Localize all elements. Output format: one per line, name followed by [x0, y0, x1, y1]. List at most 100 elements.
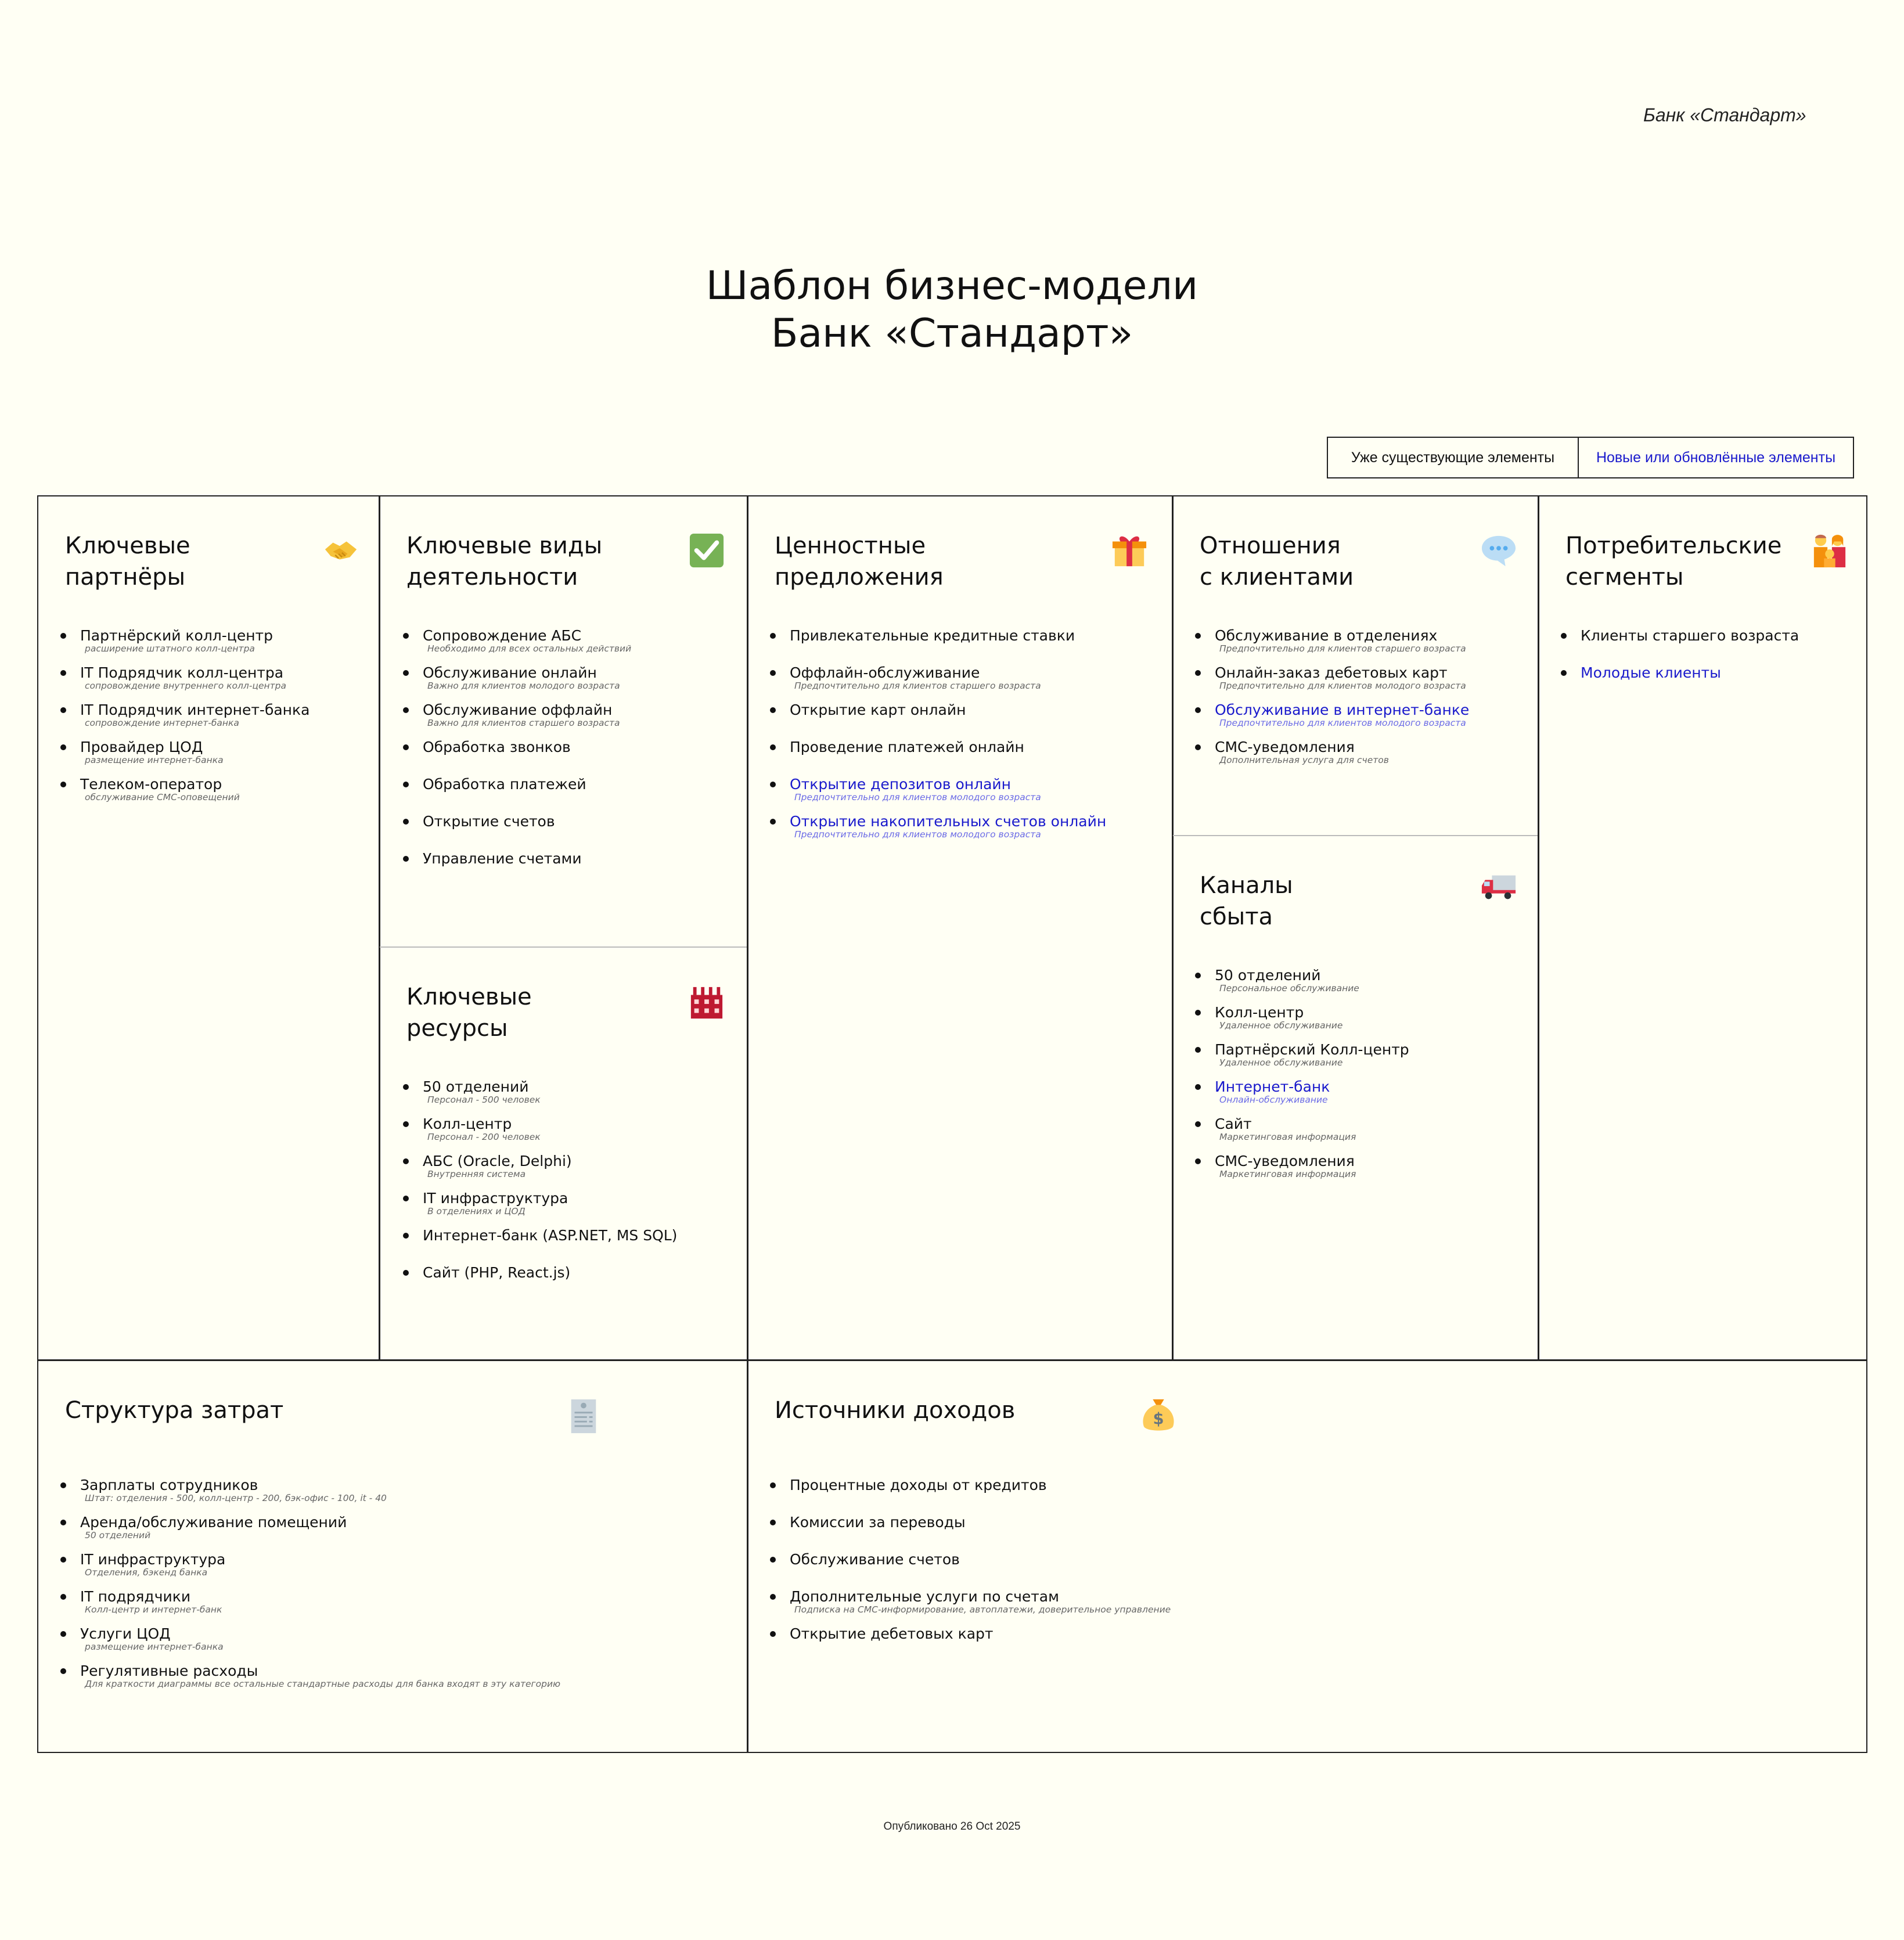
- item-name: СМС-уведомления: [1215, 1153, 1355, 1169]
- item-note: Маркетинговая информация: [1219, 1132, 1356, 1142]
- item-note: расширение штатного колл-центра: [85, 643, 255, 654]
- item-name: Открытие депозитов онлайн: [790, 776, 1012, 793]
- item-note: Важно для клиентов молодого возраста: [427, 681, 620, 691]
- list-item: Открытие карт онлайн: [770, 700, 1106, 737]
- item-name: Обслуживание онлайн: [423, 664, 597, 681]
- item-name: Клиенты старшего возраста: [1581, 627, 1799, 644]
- item-name: IT инфраструктура: [423, 1190, 568, 1207]
- item-name: Обслуживание счетов: [790, 1551, 960, 1568]
- item-name: Интернет-банк: [1215, 1078, 1330, 1095]
- item-name: Партнёрский колл-центр: [80, 627, 273, 644]
- block-revenue-streams: Источники доходов $ Процентные доходы от…: [748, 1361, 1866, 1753]
- block-title-line2: сегменты: [1565, 564, 1684, 591]
- item-name: Зарплаты сотрудников: [80, 1477, 258, 1493]
- item-name: IT инфраструктура: [80, 1551, 226, 1568]
- item-note: Удаленное обслуживание: [1219, 1057, 1343, 1068]
- block-key-activities: Ключевые виды деятельности Сопровождение…: [380, 496, 747, 946]
- list-item: Сайт (PHP, React.js): [403, 1262, 677, 1300]
- block-customer-relationships: Отношения с клиентами Обслуживание в отд…: [1173, 496, 1538, 835]
- bank-name-header: Банк «Стандарт»: [1643, 105, 1806, 125]
- item-note: Предпочтительно для клиентов молодого во…: [1219, 681, 1466, 691]
- divider: [1538, 496, 1539, 1359]
- item-name: АБС (Oracle, Delphi): [423, 1153, 572, 1169]
- item-note: Предпочтительно для клиентов старшего во…: [1219, 643, 1466, 654]
- item-note: Маркетинговая информация: [1219, 1169, 1356, 1179]
- item-name: Онлайн-заказ дебетовых карт: [1215, 664, 1448, 681]
- item-name: Регулятивные расходы: [80, 1662, 258, 1679]
- item-name: 50 отделений: [1215, 967, 1321, 984]
- item-note: Персональное обслуживание: [1219, 983, 1359, 994]
- item-note: Предпочтительно для клиентов молодого во…: [794, 829, 1041, 840]
- legend-existing: Уже существующие элементы: [1328, 438, 1579, 477]
- list-item: Комиссии за переводы: [770, 1512, 1171, 1549]
- receipt-icon: [571, 1399, 596, 1434]
- block-title: Каналы сбыта: [1200, 870, 1293, 933]
- item-note: Внутренняя система: [427, 1169, 526, 1179]
- block-title-line1: Каналы: [1200, 872, 1293, 899]
- block-title: Ключевые виды деятельности: [406, 530, 602, 593]
- item-name: Открытие дебетовых карт: [790, 1625, 994, 1642]
- block-title-line2: сбыта: [1200, 904, 1273, 930]
- item-note: сопровождение внутреннего колл-центра: [85, 681, 287, 691]
- block-title: Ключевые партнёры: [65, 530, 190, 593]
- list-item: Обслуживание счетов: [770, 1549, 1171, 1586]
- legend: Уже существующие элементы Новые или обно…: [1327, 437, 1854, 478]
- list-item: Открытие дебетовых карт: [770, 1624, 1171, 1661]
- item-note: Предпочтительно для клиентов молодого во…: [1219, 718, 1466, 728]
- item-name: Интернет-банк (ASP.NET, MS SQL): [423, 1227, 678, 1244]
- item-name: Комиссии за переводы: [790, 1514, 966, 1531]
- item-name: Открытие карт онлайн: [790, 701, 966, 718]
- page-title-line2: Банк «Стандарт»: [771, 311, 1133, 357]
- published-date: Опубликовано 26 Oct 2025: [883, 1820, 1021, 1833]
- item-name: Обработка платежей: [423, 776, 586, 793]
- item-name: Процентные доходы от кредитов: [790, 1477, 1047, 1493]
- block-title-line2: партнёры: [65, 564, 186, 591]
- item-name: Партнёрский Колл-центр: [1215, 1041, 1409, 1058]
- divider: [379, 496, 380, 1359]
- divider: [1172, 496, 1174, 1359]
- item-note: обслуживание СМС-оповещений: [85, 792, 240, 802]
- item-name: Сайт: [1215, 1115, 1252, 1132]
- item-name: Услуги ЦОД: [80, 1625, 171, 1642]
- item-name: Привлекательные кредитные ставки: [790, 627, 1075, 644]
- divider: [1173, 835, 1538, 836]
- item-note: 50 отделений: [85, 1530, 151, 1541]
- item-name: Телеком-оператор: [80, 776, 222, 793]
- item-note: Онлайн-обслуживание: [1219, 1095, 1328, 1105]
- block-title-line1: Ценностные: [775, 532, 926, 559]
- block-title-line1: Ключевые: [65, 532, 190, 559]
- svg-text:$: $: [1153, 1410, 1164, 1428]
- factory-icon: [690, 987, 723, 1019]
- item-note: Удаленное обслуживание: [1219, 1020, 1343, 1031]
- item-name: Открытие счетов: [423, 813, 555, 830]
- delivery-truck-icon: [1481, 875, 1516, 899]
- item-name: Провайдер ЦОД: [80, 739, 203, 755]
- list-item: Проведение платежей онлайн: [770, 737, 1106, 774]
- item-name: Колл-центр: [423, 1115, 512, 1132]
- item-name: Сопровождение АБС: [423, 627, 582, 644]
- divider: [380, 946, 747, 948]
- check-mark-icon: [689, 533, 724, 568]
- item-note: Подписка на СМС-информирование, автоплат…: [794, 1604, 1171, 1615]
- block-title-line2: деятельности: [406, 564, 578, 591]
- item-note: Необходимо для всех остальных действий: [427, 643, 632, 654]
